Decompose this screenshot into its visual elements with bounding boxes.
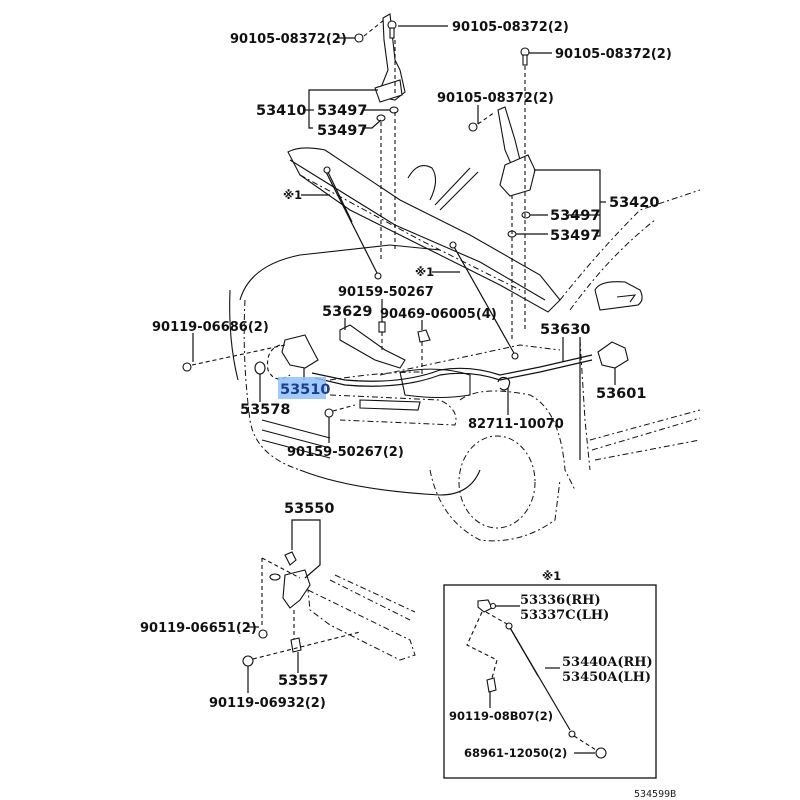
- label-bolt-hinge-right-top[interactable]: 90105-08372(2): [555, 47, 672, 62]
- hinge-right-assembly: [468, 47, 536, 340]
- label-note-right: ※1: [415, 265, 434, 279]
- washer-icon: [389, 106, 399, 114]
- label-bolt-hinge-left[interactable]: 90105-08372(2): [230, 32, 347, 47]
- leader-lines: [192, 25, 616, 693]
- ball-joint-icon: [477, 599, 493, 613]
- washer-icon: [521, 211, 531, 219]
- bolt-icon: [389, 27, 395, 39]
- inset-hood-support: ※1 53336(RH) 53337C(LH) 53440A(RH) 53450…: [443, 569, 657, 779]
- hinge-right-arm: [497, 106, 521, 167]
- label-support-53629[interactable]: 53629: [322, 304, 372, 320]
- label-ball-joint-lh[interactable]: 53337C(LH): [520, 608, 609, 623]
- label-cushion-53578[interactable]: 53578: [240, 402, 290, 418]
- part-labels: 90105-08372(2) 90105-08372(2) 90105-0837…: [140, 20, 672, 711]
- label-bolt-06932[interactable]: 90119-06932(2): [209, 696, 326, 711]
- inset-title: ※1: [542, 569, 561, 583]
- label-catch-53550[interactable]: 53550: [284, 501, 334, 517]
- hinge-left-base: [374, 79, 403, 103]
- hood-support-left: [323, 166, 382, 280]
- label-clip-90469[interactable]: 90469-06005(4): [380, 307, 497, 322]
- hinge-left-arm: [379, 13, 406, 101]
- inset-frame: [443, 584, 657, 779]
- cushion-icon: [254, 361, 266, 375]
- label-bolt-hinge-top[interactable]: 90105-08372(2): [452, 20, 569, 35]
- label-lever-53601[interactable]: 53601: [596, 386, 646, 402]
- label-clip-lock[interactable]: 90119-06686(2): [152, 320, 269, 335]
- label-screw-lower[interactable]: 90159-50267(2): [287, 445, 404, 460]
- label-clamp-82711[interactable]: 82711-10070: [468, 417, 564, 432]
- screw-icon: [378, 321, 386, 333]
- clamp-82711: [497, 376, 511, 391]
- bolt-icon: [522, 54, 528, 66]
- label-catch-53557[interactable]: 53557: [278, 673, 328, 689]
- catch-spring-icon: [284, 551, 297, 566]
- catch-icon: [282, 569, 311, 609]
- label-cable-53630[interactable]: 53630: [540, 322, 590, 338]
- bolt-icon: [242, 655, 254, 667]
- hinge-left-assembly: [354, 13, 406, 260]
- clip-icon: [417, 329, 431, 343]
- hood-lock-icon: [281, 334, 319, 369]
- label-ball-joint-rh[interactable]: 53336(RH): [520, 593, 601, 608]
- label-washer-left-1[interactable]: 53497: [317, 103, 367, 119]
- label-lock-53510[interactable]: 53510: [280, 382, 330, 398]
- hood-support-right: [449, 241, 519, 360]
- hood-lock-assembly: [182, 334, 593, 387]
- label-washer-left-2[interactable]: 53497: [317, 123, 367, 139]
- washer-icon: [376, 114, 386, 122]
- bolt-icon: [258, 629, 268, 639]
- label-bolt-hinge-right[interactable]: 90105-08372(2): [437, 91, 554, 106]
- label-hinge-left[interactable]: 53410: [256, 103, 306, 119]
- hinge-right-base: [499, 154, 536, 197]
- label-nut-12050[interactable]: 68961-12050(2): [464, 746, 567, 760]
- label-bolt-08b07[interactable]: 90119-08B07(2): [449, 709, 553, 723]
- label-support-rh[interactable]: 53440A(RH): [562, 655, 653, 670]
- vehicle-body-outline: [229, 147, 701, 542]
- figure-reference: 534599B: [634, 789, 676, 800]
- label-screw-upper[interactable]: 90159-50267: [338, 285, 434, 300]
- label-washer-right-2[interactable]: 53497: [550, 228, 600, 244]
- bolt-icon: [468, 122, 478, 132]
- highlight-box: [278, 377, 326, 399]
- bolt-icon: [486, 677, 497, 693]
- hood-catch-assembly: [242, 551, 416, 667]
- nut-icon: [595, 747, 607, 759]
- label-note-left: ※1: [283, 188, 302, 202]
- label-hinge-right[interactable]: 53420: [609, 195, 659, 211]
- label-washer-right-1[interactable]: 53497: [550, 208, 600, 224]
- screw-icon: [324, 408, 334, 418]
- label-bolt-06651[interactable]: 90119-06651(2): [140, 621, 257, 636]
- release-lever-53601: [597, 341, 629, 369]
- catch-bracket-icon: [290, 637, 302, 653]
- bolt-icon: [182, 362, 192, 372]
- bolt-icon: [354, 33, 364, 43]
- label-support-lh[interactable]: 53450A(LH): [562, 670, 651, 685]
